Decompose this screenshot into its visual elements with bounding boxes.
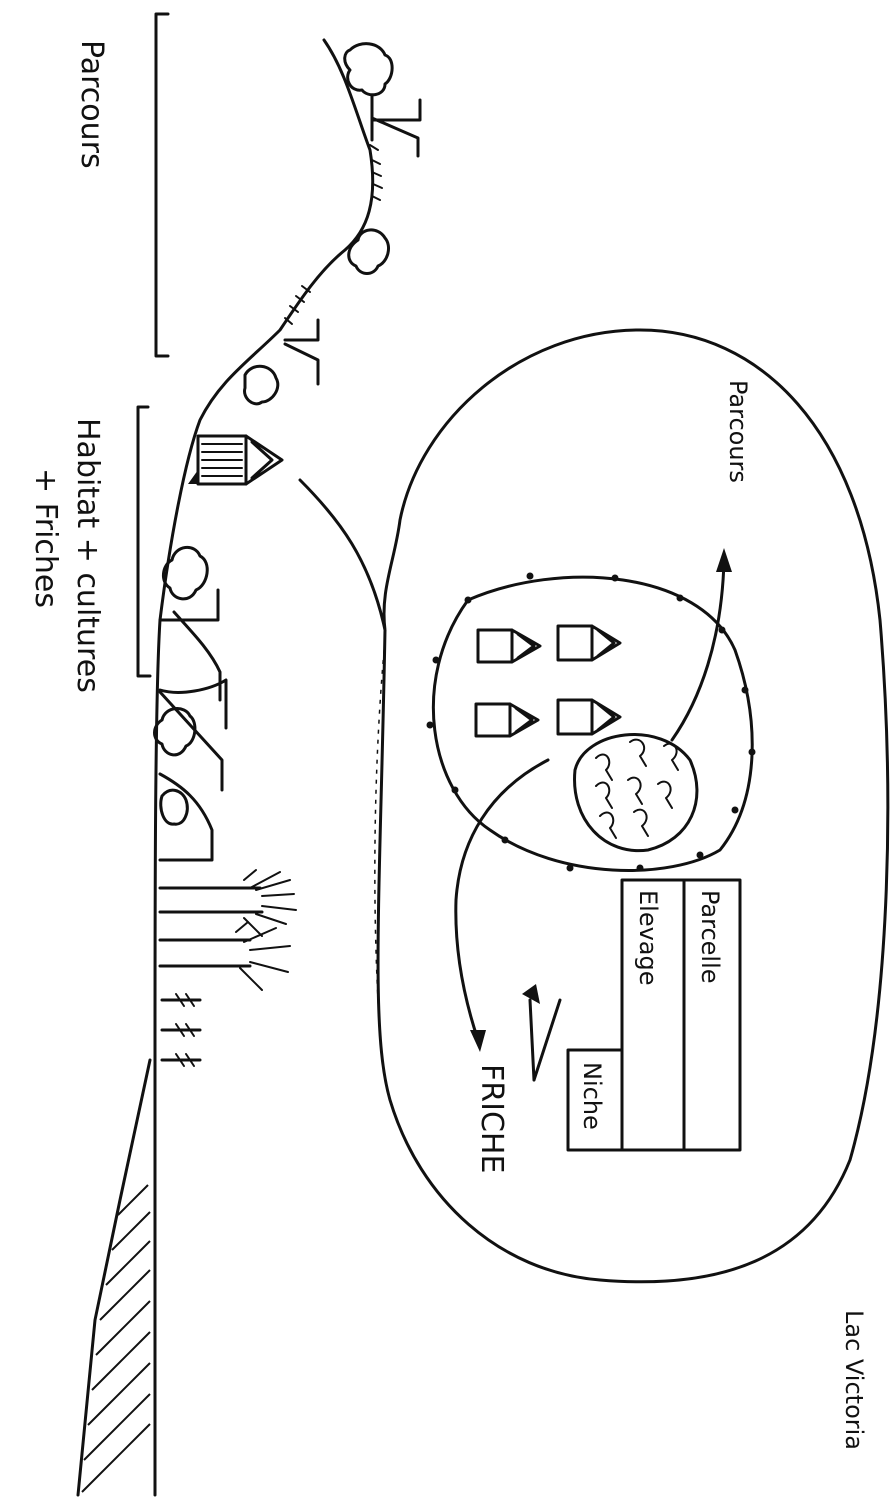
arrowhead-icon <box>716 548 732 572</box>
tree-icon <box>343 42 422 201</box>
terrain-profile <box>153 38 375 1497</box>
arrow-to-friche <box>454 758 550 1042</box>
label-parcours-top: Parcours <box>74 40 109 169</box>
tree-icon <box>158 546 222 702</box>
label-parcelle: Parcelle <box>696 890 724 984</box>
label-habitat: Habitat + cultures <box>70 418 105 693</box>
bracket-habitat <box>136 405 152 678</box>
house-icon <box>556 698 622 736</box>
village-enclosure <box>426 572 756 872</box>
arrow-small <box>528 998 562 1082</box>
tree-icon <box>158 772 214 862</box>
house-icon <box>188 434 284 486</box>
label-niche: Niche <box>578 1062 606 1130</box>
label-friches: + Friches <box>28 468 63 608</box>
young-tree-icon <box>160 993 202 1067</box>
bracket-parcours <box>154 12 170 358</box>
house-icon <box>474 702 540 738</box>
herd-enclosure <box>573 733 699 853</box>
label-parcours-inner: Parcours <box>724 380 752 483</box>
lake-shore <box>76 1058 152 1497</box>
label-lac: Lac Victoria <box>840 1310 868 1450</box>
tree-icon <box>153 678 228 792</box>
arrow-to-parcours <box>670 558 726 742</box>
arrowhead-icon <box>470 1030 486 1052</box>
arrowhead-icon <box>522 984 540 1004</box>
tree-icon <box>284 228 390 325</box>
zoom-bubble <box>298 328 890 1284</box>
lake-hatch <box>81 1184 151 1493</box>
legend-table <box>566 878 742 1152</box>
house-icon <box>476 628 542 664</box>
label-elevage: Elevage <box>634 890 662 986</box>
house-icon <box>556 624 622 662</box>
tree-icon <box>243 318 320 406</box>
label-friche: FRICHE <box>474 1064 509 1173</box>
tall-tree-icon <box>158 869 297 991</box>
